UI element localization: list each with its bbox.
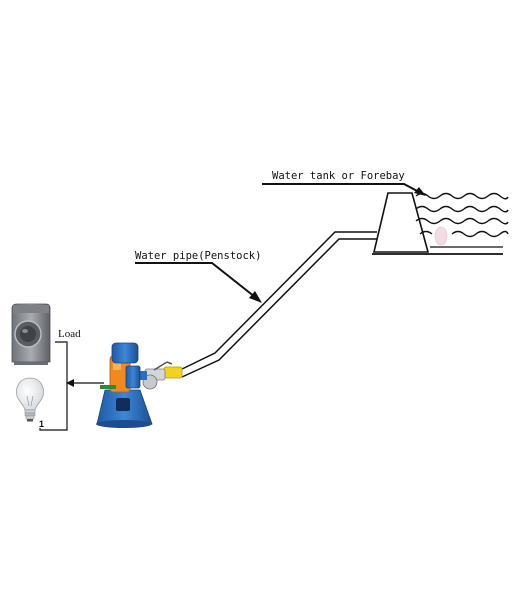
valve-icon: [137, 361, 183, 390]
load-number: 1: [39, 419, 44, 429]
forebay-tank: [372, 192, 509, 255]
hydro-turbine-generator-icon: [96, 342, 153, 428]
penstock-label: Water pipe(Penstock): [135, 250, 261, 262]
water-bubble: [434, 226, 448, 246]
forebay-label: Water tank or Forebay: [272, 170, 405, 182]
water-waves: [415, 192, 509, 238]
penstock-leader: [135, 262, 262, 303]
load-label: Load: [58, 328, 81, 340]
forebay-leader: [262, 183, 426, 196]
tank-body: [372, 192, 430, 253]
light-bulb-icon: [16, 377, 44, 422]
washing-machine-icon: [11, 303, 51, 365]
penstock-pipe: [179, 231, 377, 378]
load-wiring: [39, 341, 104, 431]
